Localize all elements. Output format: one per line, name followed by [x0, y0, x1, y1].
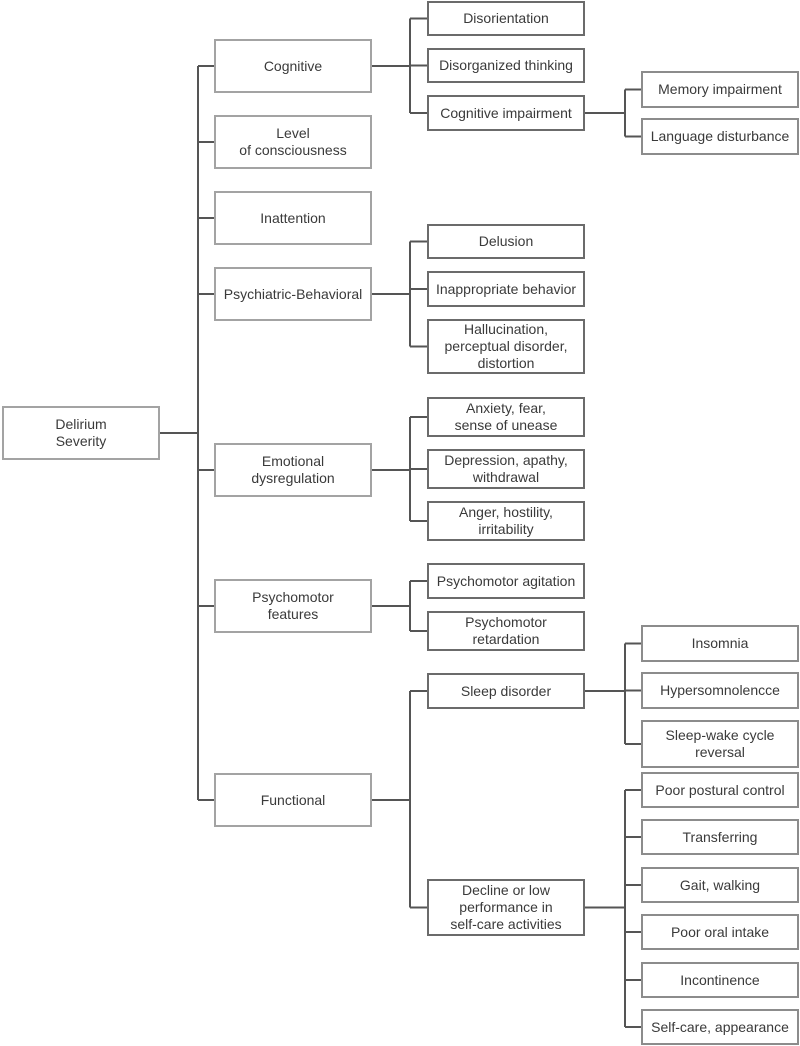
- node-transferring: Transferring: [641, 819, 799, 855]
- node-psychomotor-features: Psychomotor features: [214, 579, 372, 633]
- node-depression-apathy: Depression, apathy, withdrawal: [427, 449, 585, 489]
- node-emotional-dysregulation: Emotional dysregulation: [214, 443, 372, 497]
- node-poor-oral-intake: Poor oral intake: [641, 914, 799, 950]
- node-hallucination: Hallucination, perceptual disorder, dist…: [427, 319, 585, 374]
- node-self-care-decline: Decline or low performance in self-care …: [427, 879, 585, 936]
- node-inappropriate-behavior: Inappropriate behavior: [427, 271, 585, 307]
- node-gait-walking: Gait, walking: [641, 867, 799, 903]
- node-sleep-wake-reversal: Sleep-wake cycle reversal: [641, 720, 799, 768]
- node-hypersomnolence: Hypersomnolencce: [641, 672, 799, 709]
- node-psychiatric-behavioral: Psychiatric-Behavioral: [214, 267, 372, 321]
- node-sleep-disorder: Sleep disorder: [427, 673, 585, 709]
- node-language-disturbance: Language disturbance: [641, 118, 799, 155]
- node-level-of-consciousness: Level of consciousness: [214, 115, 372, 169]
- node-delusion: Delusion: [427, 224, 585, 259]
- node-functional: Functional: [214, 773, 372, 827]
- node-anger-hostility: Anger, hostility, irritability: [427, 501, 585, 541]
- node-cognitive-impairment: Cognitive impairment: [427, 95, 585, 131]
- node-psychomotor-agitation: Psychomotor agitation: [427, 563, 585, 599]
- node-self-care-appearance: Self-care, appearance: [641, 1009, 799, 1045]
- node-memory-impairment: Memory impairment: [641, 71, 799, 108]
- node-disorganized-thinking: Disorganized thinking: [427, 48, 585, 83]
- node-cognitive: Cognitive: [214, 39, 372, 93]
- node-inattention: Inattention: [214, 191, 372, 245]
- node-anxiety-fear: Anxiety, fear, sense of unease: [427, 397, 585, 437]
- node-delirium-severity: Delirium Severity: [2, 406, 160, 460]
- node-insomnia: Insomnia: [641, 625, 799, 662]
- node-incontinence: Incontinence: [641, 962, 799, 998]
- node-psychomotor-retardation: Psychomotor retardation: [427, 611, 585, 651]
- node-poor-postural-control: Poor postural control: [641, 772, 799, 808]
- node-disorientation: Disorientation: [427, 1, 585, 36]
